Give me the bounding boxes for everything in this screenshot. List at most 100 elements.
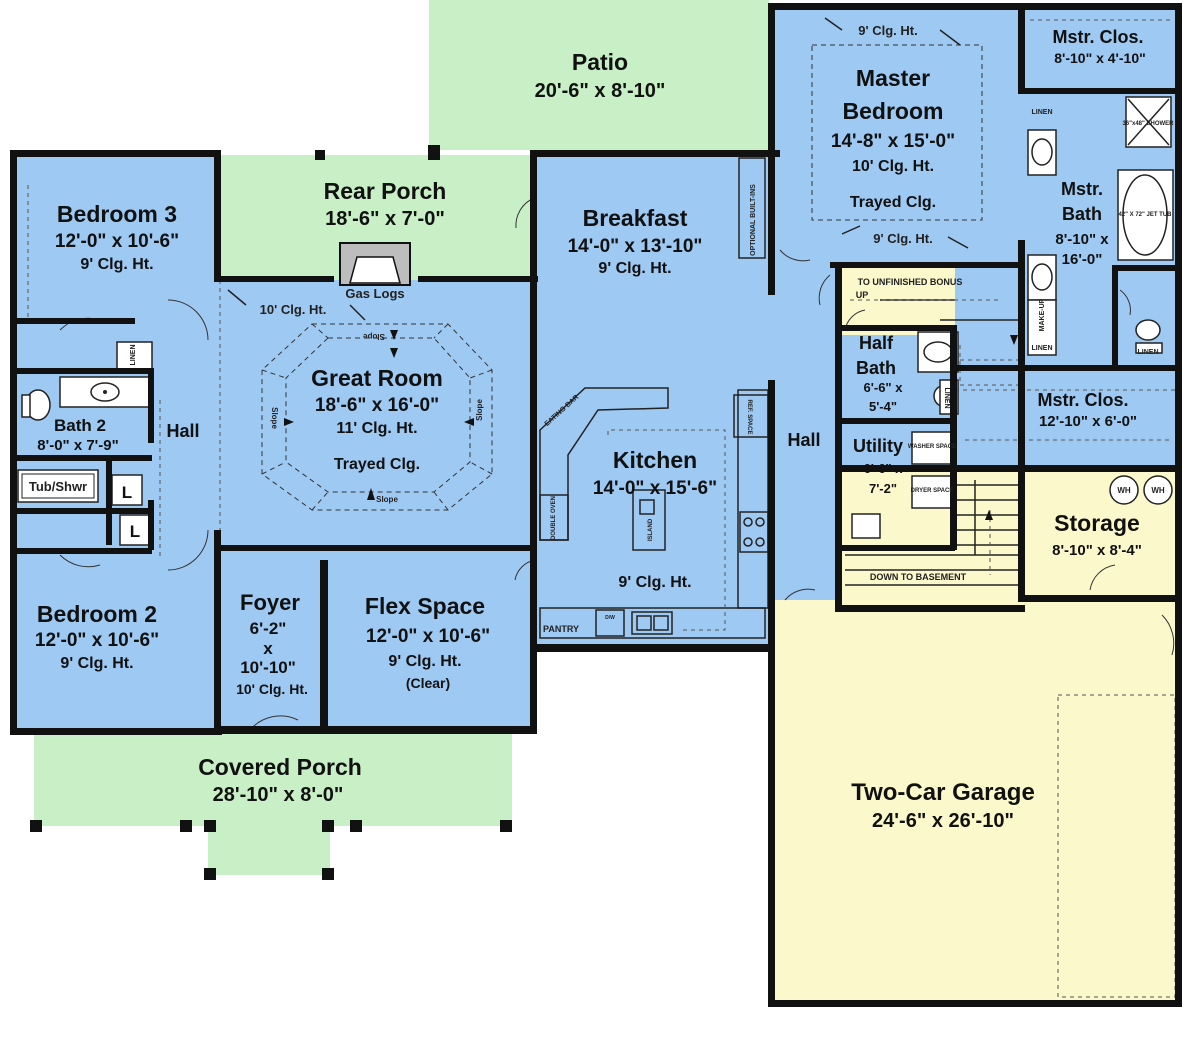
breakfast-dim: 14'-0" x 13'-10" [568, 236, 703, 257]
bath2-dim: 8'-0" x 7'-9" [37, 437, 118, 454]
great-room-tray-note: Trayed Clg. [334, 456, 420, 473]
wh1-label: WH [1117, 486, 1131, 495]
great-room-floor [220, 280, 535, 550]
slope-bottom: Slope [376, 495, 398, 504]
flex-clg: 9' Clg. Ht. [388, 653, 461, 670]
ceiling-arrows [227, 17, 1018, 520]
master-closet-mid-dim: 12'-10" x 6'-0" [1039, 413, 1137, 430]
bedroom2-dim: 12'-0" x 10'-6" [35, 630, 159, 651]
patio-floor [429, 0, 769, 150]
foyer-dim1: 6'-2" [250, 619, 287, 638]
master-closet-top-name: Mstr. Clos. [1052, 27, 1143, 47]
kitchen-clg: 9' Clg. Ht. [618, 574, 691, 591]
door-swings [59, 197, 1175, 731]
great-room-clg: 11' Clg. Ht. [336, 420, 417, 437]
mb-linen-2: LINEN [1032, 345, 1053, 352]
storage-dim: 8'-10" x 8'-4" [1052, 542, 1142, 559]
bedroom3-name: Bedroom 3 [57, 201, 177, 227]
covered-porch-name: Covered Porch [198, 754, 362, 780]
master-clg-bottom: 9' Clg. Ht. [873, 231, 932, 246]
garage-name: Two-Car Garage [851, 779, 1035, 806]
covered-porch-dim: 28'-10" x 8'-0" [213, 784, 344, 806]
master-dim: 14'-8" x 15'-0" [831, 131, 955, 152]
bath2-linen: LINEN [130, 345, 137, 366]
kitchen-cabinets [539, 157, 769, 639]
detail-lines [17, 17, 1176, 998]
breakfast-name: Breakfast [583, 205, 688, 231]
master-clg: 10' Clg. Ht. [852, 158, 934, 175]
hall-left-name: Hall [166, 421, 199, 441]
linen-l2: L [130, 522, 140, 541]
foyer-clg: 10' Clg. Ht. [236, 681, 308, 697]
master-closet-top-dim: 8'-10" x 4'-10" [1054, 50, 1146, 66]
patio-name: Patio [572, 49, 628, 75]
wh2-label: WH [1151, 486, 1165, 495]
double-oven-label: DOUBLE OVEN [551, 496, 557, 540]
utility-dim1: 6'-6" x [864, 461, 904, 476]
master-bath-dim1: 8'-10" x [1055, 231, 1109, 248]
slope-left: Slope [270, 407, 279, 429]
linen-l1: L [122, 483, 132, 502]
mb-linen-1: LINEN [1032, 109, 1053, 116]
rear-porch-dim: 18'-6" x 7'-0" [325, 208, 445, 230]
stair-up-treads [850, 299, 1020, 386]
bedroom3-clg: 9' Clg. Ht. [80, 256, 153, 273]
master-closet-mid-name: Mstr. Clos. [1037, 390, 1128, 410]
ref-space-label: REF. SPACE [746, 400, 752, 435]
jet-tub-label: 42" X 72" JET TUB [1118, 212, 1172, 218]
to-bonus-label: TO UNFINISHED BONUS [858, 277, 963, 287]
fireplace-icon [339, 242, 411, 286]
gas-logs-label: Gas Logs [345, 286, 404, 301]
up-label: UP [856, 290, 869, 300]
island-label: ISLAND [648, 518, 654, 541]
flex-name: Flex Space [365, 593, 485, 619]
master-name2: Bedroom [843, 98, 944, 124]
slope-top: Slope [363, 332, 385, 341]
breakfast-kitchen-floor [535, 150, 775, 650]
washer-label: WASHER SPACE [908, 444, 956, 450]
master-bath-name2: Bath [1062, 204, 1102, 224]
half-bath-name2: Bath [856, 358, 896, 378]
master-tray-note: Trayed Clg. [850, 194, 936, 211]
half-bath-dim2: 5'-4" [869, 399, 897, 414]
pantry-label: PANTRY [543, 624, 579, 634]
great-room-corner-clg: 10' Clg. Ht. [260, 302, 327, 317]
hall-right-name: Hall [787, 430, 820, 450]
down-basement-label: DOWN TO BASEMENT [870, 572, 967, 582]
utility-name: Utility [853, 436, 903, 456]
covered-porch-floor [34, 730, 512, 875]
master-tray [811, 44, 983, 221]
dryer-label: DRYER SPACE [911, 488, 954, 494]
slope-right: Slope [475, 399, 484, 421]
half-bath-dim1: 6'-6" x [864, 380, 904, 395]
utility-dim2: 7'-2" [869, 481, 897, 496]
storage-name: Storage [1054, 510, 1140, 536]
master-name1: Master [856, 65, 930, 91]
flex-note: (Clear) [406, 675, 450, 691]
tub-shower-label: Tub/Shwr [29, 479, 87, 494]
patio-dim: 20'-6" x 8'-10" [535, 80, 666, 102]
breakfast-clg: 9' Clg. Ht. [598, 260, 671, 277]
great-room-name: Great Room [311, 365, 443, 391]
kitchen-name: Kitchen [613, 447, 697, 473]
half-bath-name1: Half [859, 333, 894, 353]
bedroom2-clg: 9' Clg. Ht. [60, 655, 133, 672]
left-wing-floor [12, 155, 220, 730]
bedroom2-name: Bedroom 2 [37, 601, 157, 627]
master-clg-top: 9' Clg. Ht. [858, 23, 917, 38]
half-bath-linen: LINEN [943, 388, 950, 409]
foyer-dim3: 10'-10" [240, 658, 296, 677]
great-room-dim: 18'-6" x 16'-0" [315, 395, 439, 416]
labels: Patio 20'-6" x 8'-10" Rear Porch 18'-6" … [29, 23, 1174, 832]
tub-shower [17, 469, 99, 503]
mb-linen-3: LINEN [1138, 349, 1159, 356]
optional-built-ins-label: OPTIONAL BUILT-INS [750, 184, 757, 256]
master-wing-floor [770, 5, 1175, 265]
shower-label: 36"x48" SHOWER [1122, 121, 1174, 127]
master-bath-name1: Mstr. [1061, 179, 1103, 199]
floor-fills [12, 0, 1180, 1000]
island [632, 489, 666, 551]
garage-floor [775, 600, 1180, 1000]
dw-label: D/W [605, 615, 615, 621]
